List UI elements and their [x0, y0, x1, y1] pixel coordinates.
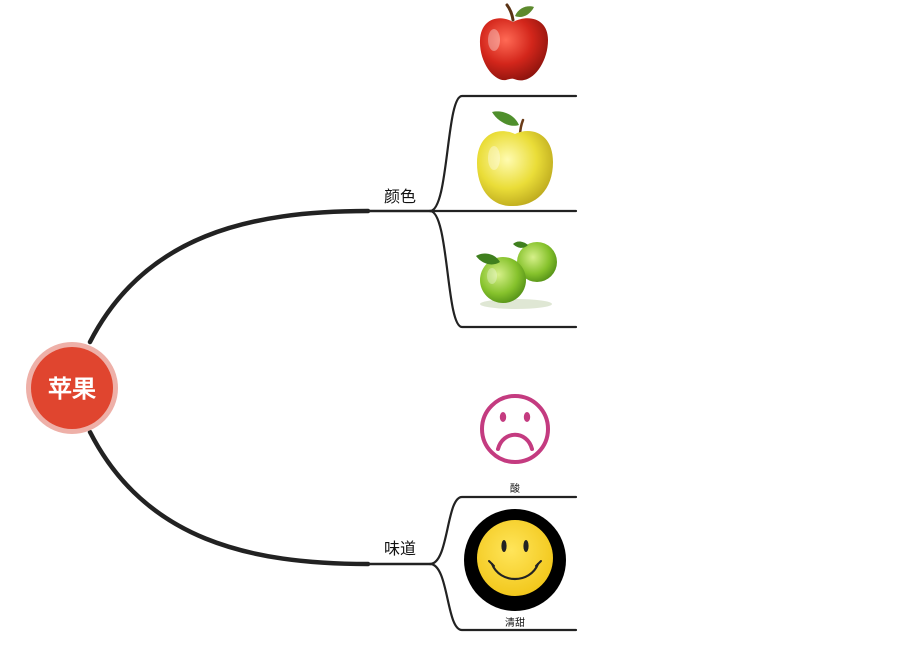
leaf-label-sour: 酸: [510, 482, 520, 495]
leaf-label-sweet: 清甜: [505, 616, 525, 629]
branch-label-color: 颜色: [384, 187, 416, 206]
leaf-line-green: [428, 209, 578, 329]
branch-line-color: [87, 208, 371, 345]
red-apple-icon: [479, 3, 548, 81]
root-node-circle: [31, 347, 113, 429]
branch-line-taste: [87, 429, 371, 567]
root-label: 苹果: [48, 375, 96, 403]
leaf-line-red: [428, 94, 578, 213]
root-node[interactable]: 苹果: [26, 342, 118, 434]
yellow-apple-icon: [477, 111, 553, 207]
branch-label-taste: 味道: [384, 539, 416, 558]
green-apples-icon: [476, 241, 557, 309]
sad-face-icon: [480, 394, 550, 464]
leaf-line-sweet: [428, 562, 578, 632]
leaf-line-sour: [428, 495, 578, 566]
smiley-face-icon: [464, 509, 566, 611]
